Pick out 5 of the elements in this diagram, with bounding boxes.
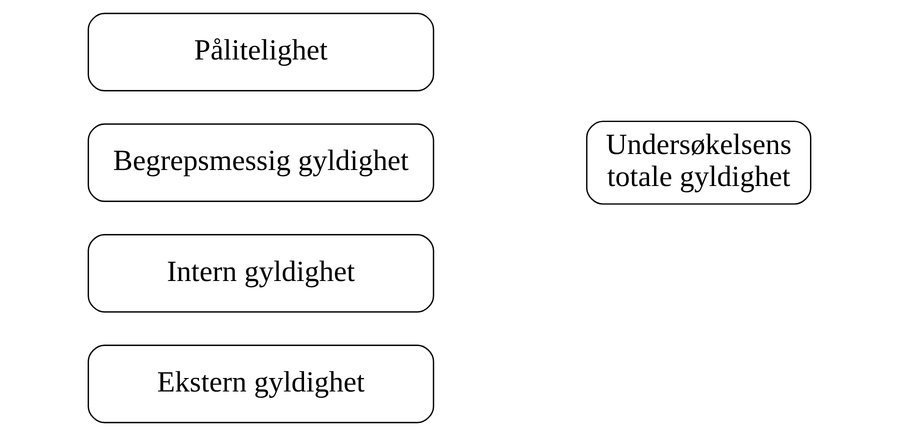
node-box: Ekstern gyldighet xyxy=(88,344,434,424)
node-box: Undersøkelsens totale gyldighet xyxy=(586,120,812,205)
node-box: Begrepsmessig gyldighet xyxy=(88,123,434,202)
node-box: Pålitelighet xyxy=(88,12,434,92)
node-box: Intern gyldighet xyxy=(88,234,434,313)
